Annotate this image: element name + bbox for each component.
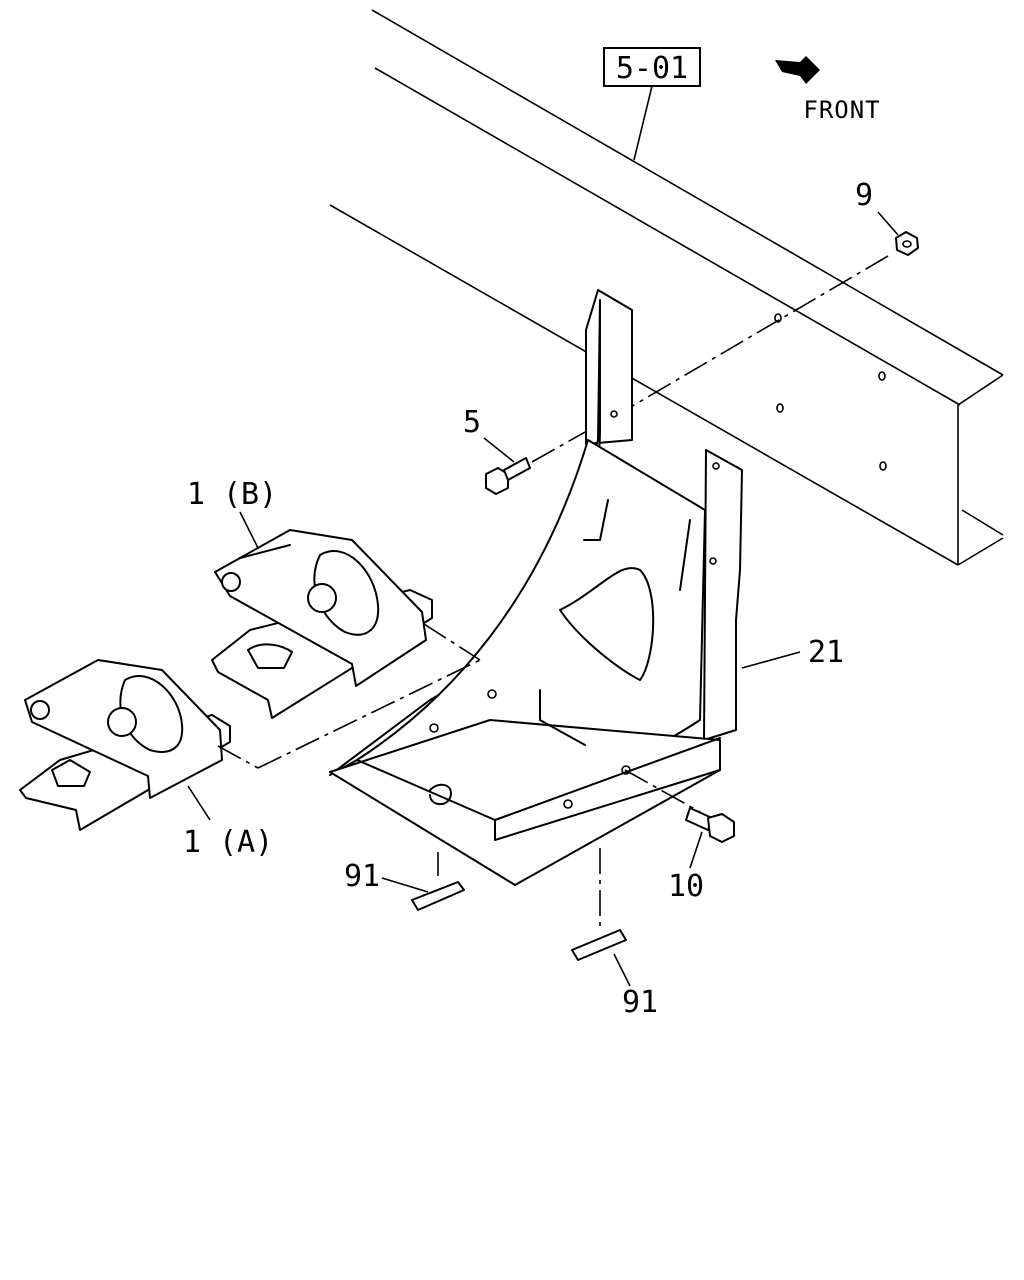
callout-91-left: 91: [344, 859, 380, 894]
callout-5: 5: [463, 405, 481, 440]
nut-9: [895, 231, 919, 256]
callout-1a: 1 (A): [183, 825, 273, 860]
callout-21-leader: [741, 651, 801, 669]
front-arrow-icon: [775, 56, 820, 84]
bolt-5: [485, 457, 531, 495]
mounting-bracket-1a: [19, 659, 231, 831]
callout-91-right: 91: [622, 985, 658, 1020]
callout-1b: 1 (B): [187, 477, 277, 512]
mounting-bracket-1b: [211, 529, 433, 719]
front-label: FRONT: [803, 96, 880, 124]
callout-9: 9: [855, 178, 873, 213]
callout-10: 10: [668, 869, 704, 904]
bolt-10: [685, 807, 735, 843]
callout-21: 21: [808, 635, 844, 670]
spare-tire-carrier-21: [329, 289, 743, 886]
reference-label: 5-01: [616, 51, 688, 86]
reference-leader: [633, 85, 653, 161]
frame-rail: [329, 9, 1004, 566]
pad-91-right: [571, 929, 627, 961]
reference-box[interactable]: 5-01: [603, 47, 701, 87]
pad-91-left: [411, 881, 465, 911]
